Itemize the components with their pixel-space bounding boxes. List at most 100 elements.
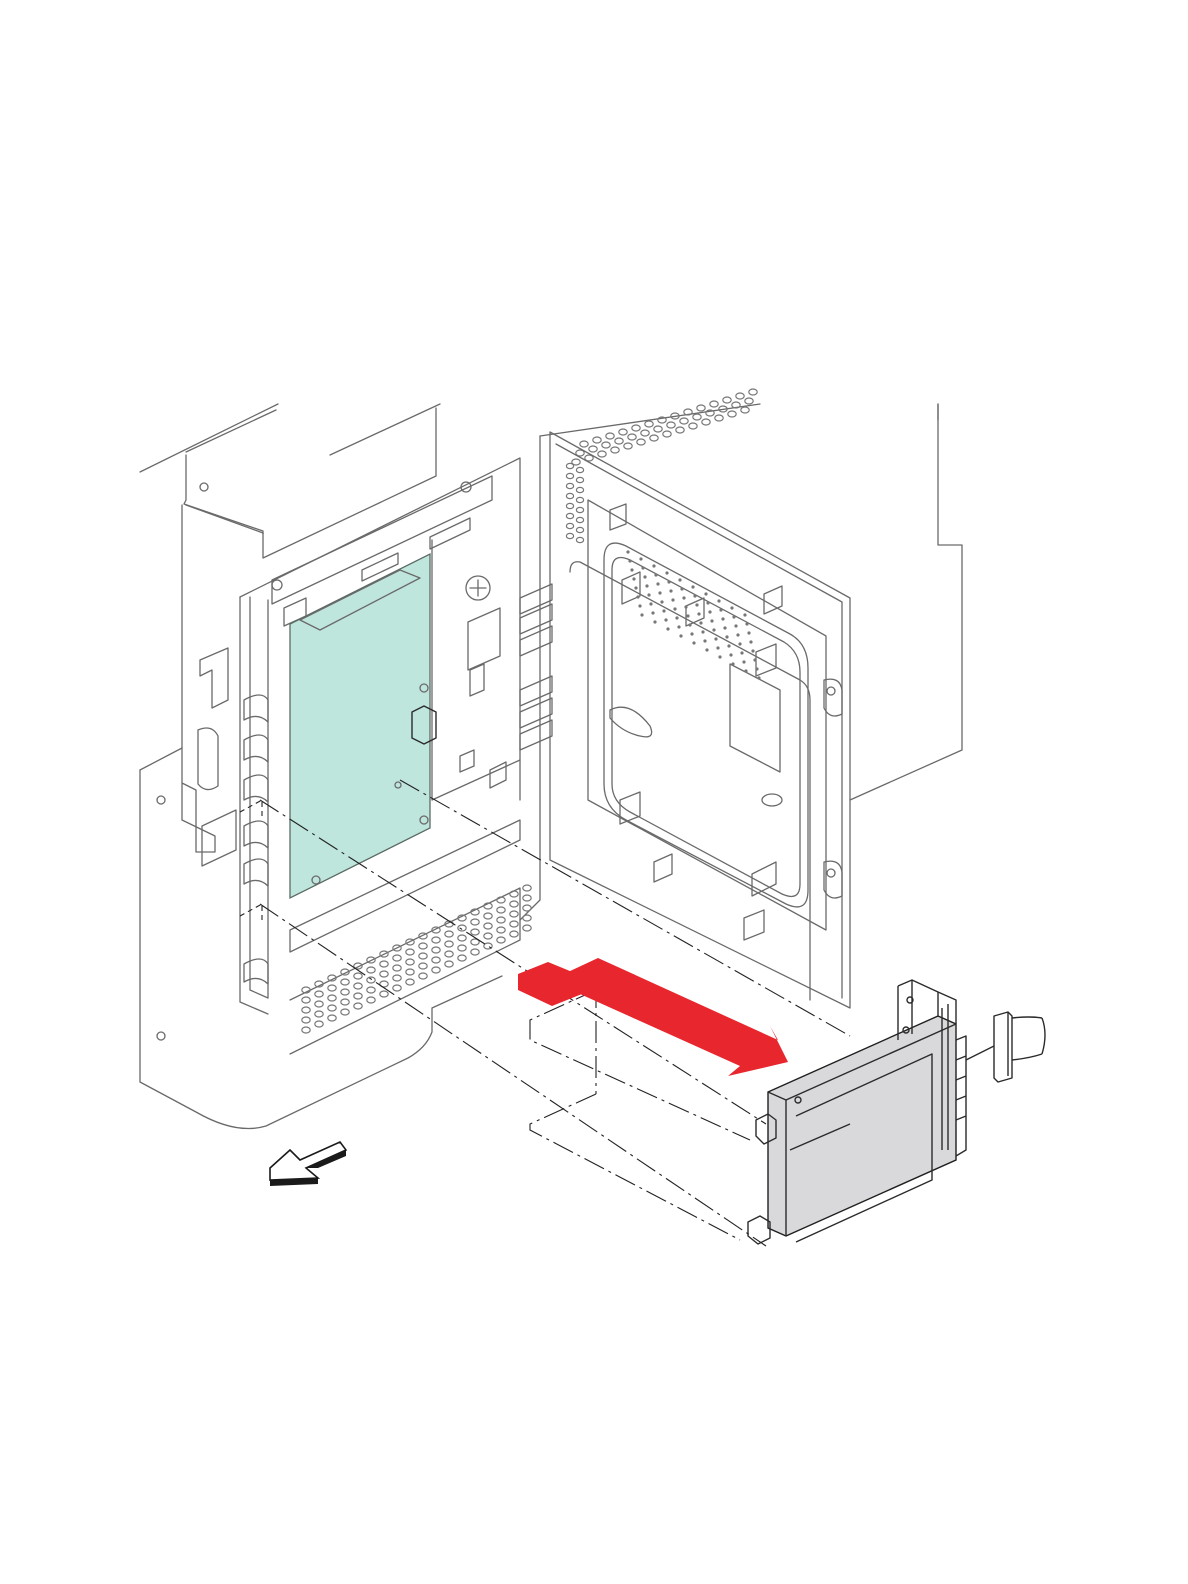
vent-hole [510, 921, 518, 927]
vent-hole [576, 477, 583, 482]
perforation-dot [634, 586, 637, 589]
vent-hole [576, 467, 583, 472]
vent-hole [419, 953, 427, 959]
vent-hole [566, 483, 573, 488]
vent-hole [380, 991, 388, 997]
vent-hole [497, 937, 505, 943]
vent-hole [576, 507, 583, 512]
vent-hole [637, 439, 645, 445]
vent-hole [566, 513, 573, 518]
perforation-dot [658, 591, 661, 594]
door-vent-holes [566, 463, 583, 542]
perforation-dot [749, 640, 752, 643]
vent-hole [576, 517, 583, 522]
vent-hole [510, 891, 518, 897]
front-direction-arrow [270, 1142, 346, 1186]
perforation-dot [729, 653, 732, 656]
vent-hole [354, 1003, 362, 1009]
vent-hole [615, 438, 623, 444]
vent-hole [576, 537, 583, 542]
perforation-dot [745, 622, 748, 625]
vent-hole [619, 429, 627, 435]
perforation-dot [651, 611, 654, 614]
perforation-dot [706, 601, 709, 604]
vent-hole [497, 907, 505, 913]
perforation-dot [751, 649, 754, 652]
perforation-dot [628, 559, 631, 562]
vent-hole [624, 443, 632, 449]
perforation-dot [686, 614, 689, 617]
vent-hole [315, 1001, 323, 1007]
vent-hole [393, 955, 401, 961]
vent-hole [367, 997, 375, 1003]
vent-hole [419, 973, 427, 979]
vent-hole [566, 493, 573, 498]
perforation-dot [665, 571, 668, 574]
vent-hole [406, 959, 414, 965]
vent-hole [406, 969, 414, 975]
vent-hole [566, 463, 573, 468]
vent-hole [523, 915, 531, 921]
vent-hole [566, 523, 573, 528]
perforation-dot [684, 605, 687, 608]
vent-hole [602, 442, 610, 448]
perforation-dot [641, 566, 644, 569]
perforation-dot [757, 676, 760, 679]
door-perforation-dots [626, 550, 760, 679]
vent-hole [419, 963, 427, 969]
vent-hole [510, 901, 518, 907]
vent-hole [458, 935, 466, 941]
vent-hole [432, 937, 440, 943]
vent-hole [445, 941, 453, 947]
perforation-dot [654, 573, 657, 576]
perforation-dot [639, 557, 642, 560]
perforation-dot [736, 633, 739, 636]
perforation-dot [677, 625, 680, 628]
vent-hole [576, 527, 583, 532]
vent-hole [367, 967, 375, 973]
perforation-dot [695, 603, 698, 606]
perforation-dot [653, 620, 656, 623]
vent-hole [484, 923, 492, 929]
perforation-dot [730, 606, 733, 609]
perforation-dot [645, 584, 648, 587]
vent-hole [510, 911, 518, 917]
perforation-dot [626, 550, 629, 553]
perforation-dot [664, 618, 667, 621]
vent-hole [302, 1027, 310, 1033]
vent-hole [328, 995, 336, 1001]
perforation-dot [747, 631, 750, 634]
vent-hole [393, 965, 401, 971]
vent-hole [523, 895, 531, 901]
perforation-dot [690, 632, 693, 635]
perforation-dot [755, 667, 758, 670]
card-guide-rails [520, 584, 552, 750]
perforation-dot [660, 600, 663, 603]
vent-hole [315, 991, 323, 997]
vent-hole [645, 421, 653, 427]
side-door [550, 432, 850, 1008]
perforation-dot [673, 607, 676, 610]
vent-hole [432, 947, 440, 953]
vent-hole [710, 401, 718, 407]
perforation-dot [727, 644, 730, 647]
perforation-dot [701, 630, 704, 633]
perforation-dot [731, 662, 734, 665]
vent-hole [632, 425, 640, 431]
vent-hole [650, 435, 658, 441]
perforation-dot [640, 613, 643, 616]
perforation-dot [721, 617, 724, 620]
vent-hole [406, 979, 414, 985]
vent-hole [432, 957, 440, 963]
vent-hole [736, 393, 744, 399]
perforation-dot [753, 658, 756, 661]
perforation-dot [692, 641, 695, 644]
printer-body [140, 404, 962, 1129]
perforation-dot [719, 608, 722, 611]
vent-hole [689, 423, 697, 429]
vent-hole [484, 933, 492, 939]
perforation-dot [678, 578, 681, 581]
vent-hole [328, 1005, 336, 1011]
perforation-dot [743, 613, 746, 616]
